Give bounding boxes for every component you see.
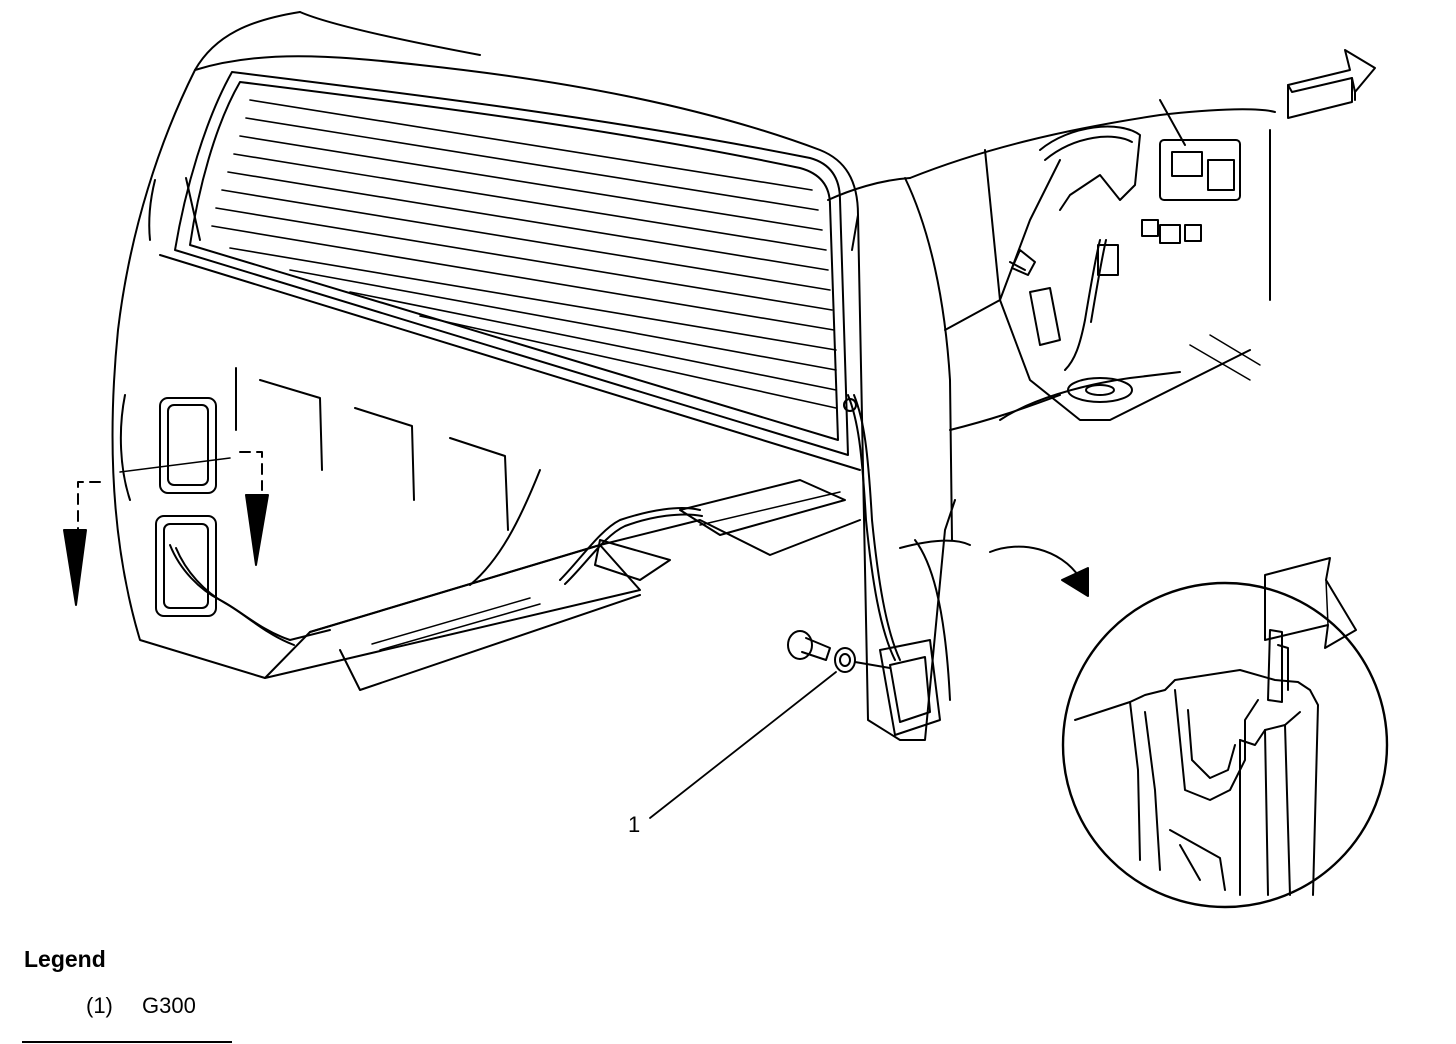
legend-item-number: (1) <box>86 993 113 1018</box>
door-pillar <box>827 177 971 741</box>
floor-sill <box>264 479 861 691</box>
legend-divider <box>22 1041 232 1043</box>
callout-leader-line <box>649 671 837 819</box>
front-interior-dash <box>909 99 1276 431</box>
detail-pointer-arrowhead <box>1061 567 1089 597</box>
legend: Legend (1) G300 <box>22 946 442 1043</box>
ground-bolt-g300 <box>787 630 891 673</box>
legend-item-label: G300 <box>142 993 196 1018</box>
cab-body-outline <box>111 11 859 679</box>
detail-pointer-arrow <box>989 545 1081 579</box>
callout-number-1: 1 <box>628 812 641 837</box>
rear-window <box>159 71 861 471</box>
legend-title: Legend <box>24 946 106 972</box>
detail-magnifier <box>1061 557 1389 909</box>
legend-item: (1) G300 <box>22 993 442 1019</box>
window-defogger-grid-lines <box>211 99 837 409</box>
vehicle-rear-cab-ground-diagram <box>63 11 1389 909</box>
rear-cab-wall <box>155 367 541 617</box>
front-direction-arrow <box>1287 49 1376 119</box>
down-arrows <box>63 451 269 606</box>
wiring-harness <box>169 394 901 661</box>
